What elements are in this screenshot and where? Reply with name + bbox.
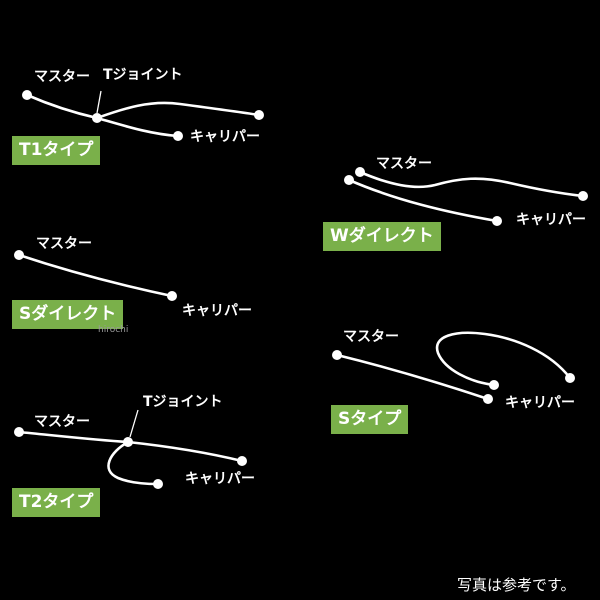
t1-upper-end-point (254, 110, 264, 120)
t1-type-badge: T1タイプ (12, 136, 101, 165)
s-type-loop-hose (435, 331, 572, 387)
t1-joint-leader-line (96, 90, 102, 114)
s-direct-caliper-label: キャリパー (182, 303, 252, 319)
t1-master-end-point (22, 90, 32, 100)
s-direct-hose (17, 253, 174, 298)
t1-master-label: マスター (34, 69, 90, 85)
t2-caliper-label: キャリパー (185, 471, 255, 487)
w-direct-type-badge: Wダイレクト (323, 222, 441, 251)
s-direct-master-end-point (14, 250, 24, 260)
s-direct-master-label: マスター (36, 236, 92, 252)
t1-master-to-joint-hose (25, 93, 99, 120)
w-direct-master-end-point-b (344, 175, 354, 185)
t2-joint-to-caliper-hose (107, 440, 160, 486)
t2-upper-end-point (237, 456, 247, 466)
s-type-upper-end-point (565, 373, 575, 383)
s-type-caliper-end-point (483, 394, 493, 404)
s-type-master-label: マスター (343, 329, 399, 345)
w-direct-master-label: マスター (376, 156, 432, 172)
s-type-caliper-label: キャリパー (505, 395, 575, 411)
s-type-type-badge: Sタイプ (331, 405, 409, 434)
w-direct-caliper-label: キャリパー (516, 212, 586, 228)
t2-joint-label: Tジョイント (143, 394, 223, 410)
t2-master-end-point (14, 427, 24, 437)
t2-master-to-joint-hose (17, 430, 130, 444)
t1-joint-label: Tジョイント (103, 67, 183, 83)
reference-photo-note: 写真は参考です。 (457, 576, 576, 594)
s-direct-caliper-end-point (167, 291, 177, 301)
t2-master-label: マスター (34, 414, 90, 430)
s-type-master-hose (335, 353, 490, 401)
t2-joint-leader-line (129, 409, 139, 438)
t1-caliper-end-point (173, 131, 183, 141)
t1-joint-point (92, 113, 102, 123)
t1-joint-to-caliper-hose (95, 116, 180, 138)
s-direct-type-badge: Sダイレクト (12, 300, 124, 329)
t1-joint-to-upper-end-hose (95, 101, 261, 120)
t2-joint-point (123, 437, 133, 447)
s-type-loop-end-point (489, 380, 499, 390)
t1-caliper-label: キャリパー (190, 129, 260, 145)
s-type-master-end-point (332, 350, 342, 360)
w-direct-master-end-point-a (355, 167, 365, 177)
w-direct-upper-end-point (578, 191, 588, 201)
t2-type-badge: T2タイプ (12, 488, 101, 517)
w-direct-upper-hose (358, 170, 585, 198)
w-direct-caliper-end-point (492, 216, 502, 226)
watermark: hirochi (98, 325, 129, 335)
t2-joint-to-upper-end-hose (126, 440, 244, 463)
t2-caliper-end-point (153, 479, 163, 489)
w-direct-lower-hose (347, 178, 499, 223)
